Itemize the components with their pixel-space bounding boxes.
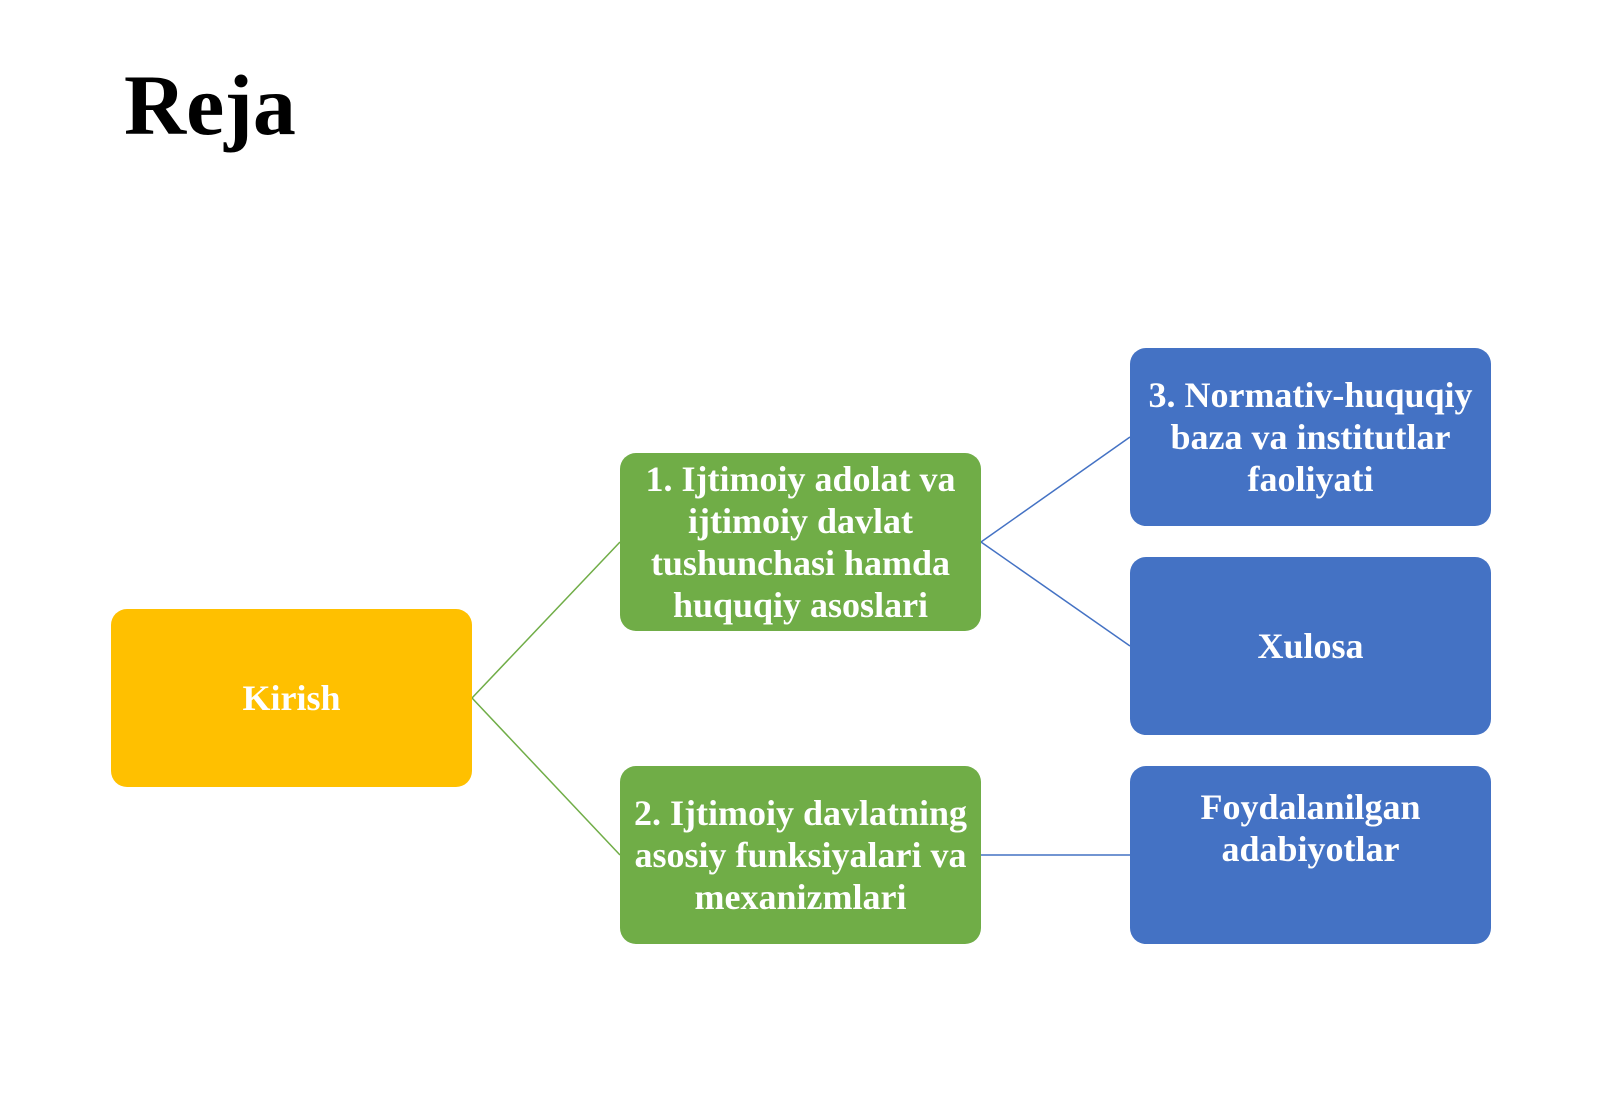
node-foydalanilgan-adabiyotlar-label: Foydalanilgan adabiyotlar bbox=[1200, 787, 1421, 869]
node-branch-2-label: 2. Ijtimoiy davlatning asosiy funksiyala… bbox=[633, 793, 968, 917]
connector-branch-1-to-item-3 bbox=[980, 436, 1131, 543]
connector-root-to-branch-1 bbox=[471, 541, 621, 699]
node-xulosa: Xulosa bbox=[1130, 557, 1491, 735]
connector-branch-1-to-xulosa bbox=[980, 541, 1131, 647]
node-branch-1: 1. Ijtimoiy adolat va ijtimoiy davlat tu… bbox=[620, 453, 981, 631]
connector-root-to-branch-2 bbox=[471, 697, 621, 856]
node-kirish: Kirish bbox=[111, 609, 472, 787]
node-xulosa-label: Xulosa bbox=[1257, 626, 1364, 666]
node-kirish-label: Kirish bbox=[242, 678, 341, 718]
slide-title: Reja bbox=[124, 57, 296, 153]
node-normativ-huquqiy-label: 3. Normativ-huquqiy baza va institutlar … bbox=[1148, 375, 1473, 499]
node-foydalanilgan-adabiyotlar: Foydalanilgan adabiyotlar bbox=[1130, 766, 1491, 944]
node-branch-2: 2. Ijtimoiy davlatning asosiy funksiyala… bbox=[620, 766, 981, 944]
node-branch-1-label: 1. Ijtimoiy adolat va ijtimoiy davlat tu… bbox=[645, 459, 956, 625]
node-normativ-huquqiy: 3. Normativ-huquqiy baza va institutlar … bbox=[1130, 348, 1491, 526]
